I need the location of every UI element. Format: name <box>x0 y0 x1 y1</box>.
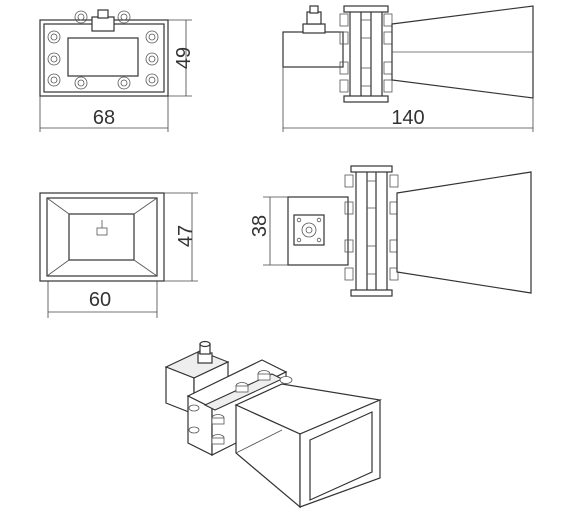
dim-width-top: 68 <box>93 107 115 129</box>
dim-height-top: 49 <box>173 47 195 69</box>
aperture-view: 47 60 <box>39 192 198 318</box>
dim-width-aperture: 60 <box>89 289 111 311</box>
top-view: 38 <box>249 165 532 297</box>
dim-flange-height: 38 <box>249 215 271 237</box>
front-flange-view: 49 68 <box>39 9 195 132</box>
isometric-view <box>164 340 383 509</box>
dim-height-aperture: 47 <box>175 225 197 247</box>
side-view: 140 <box>282 5 534 132</box>
dim-length: 140 <box>391 107 424 129</box>
